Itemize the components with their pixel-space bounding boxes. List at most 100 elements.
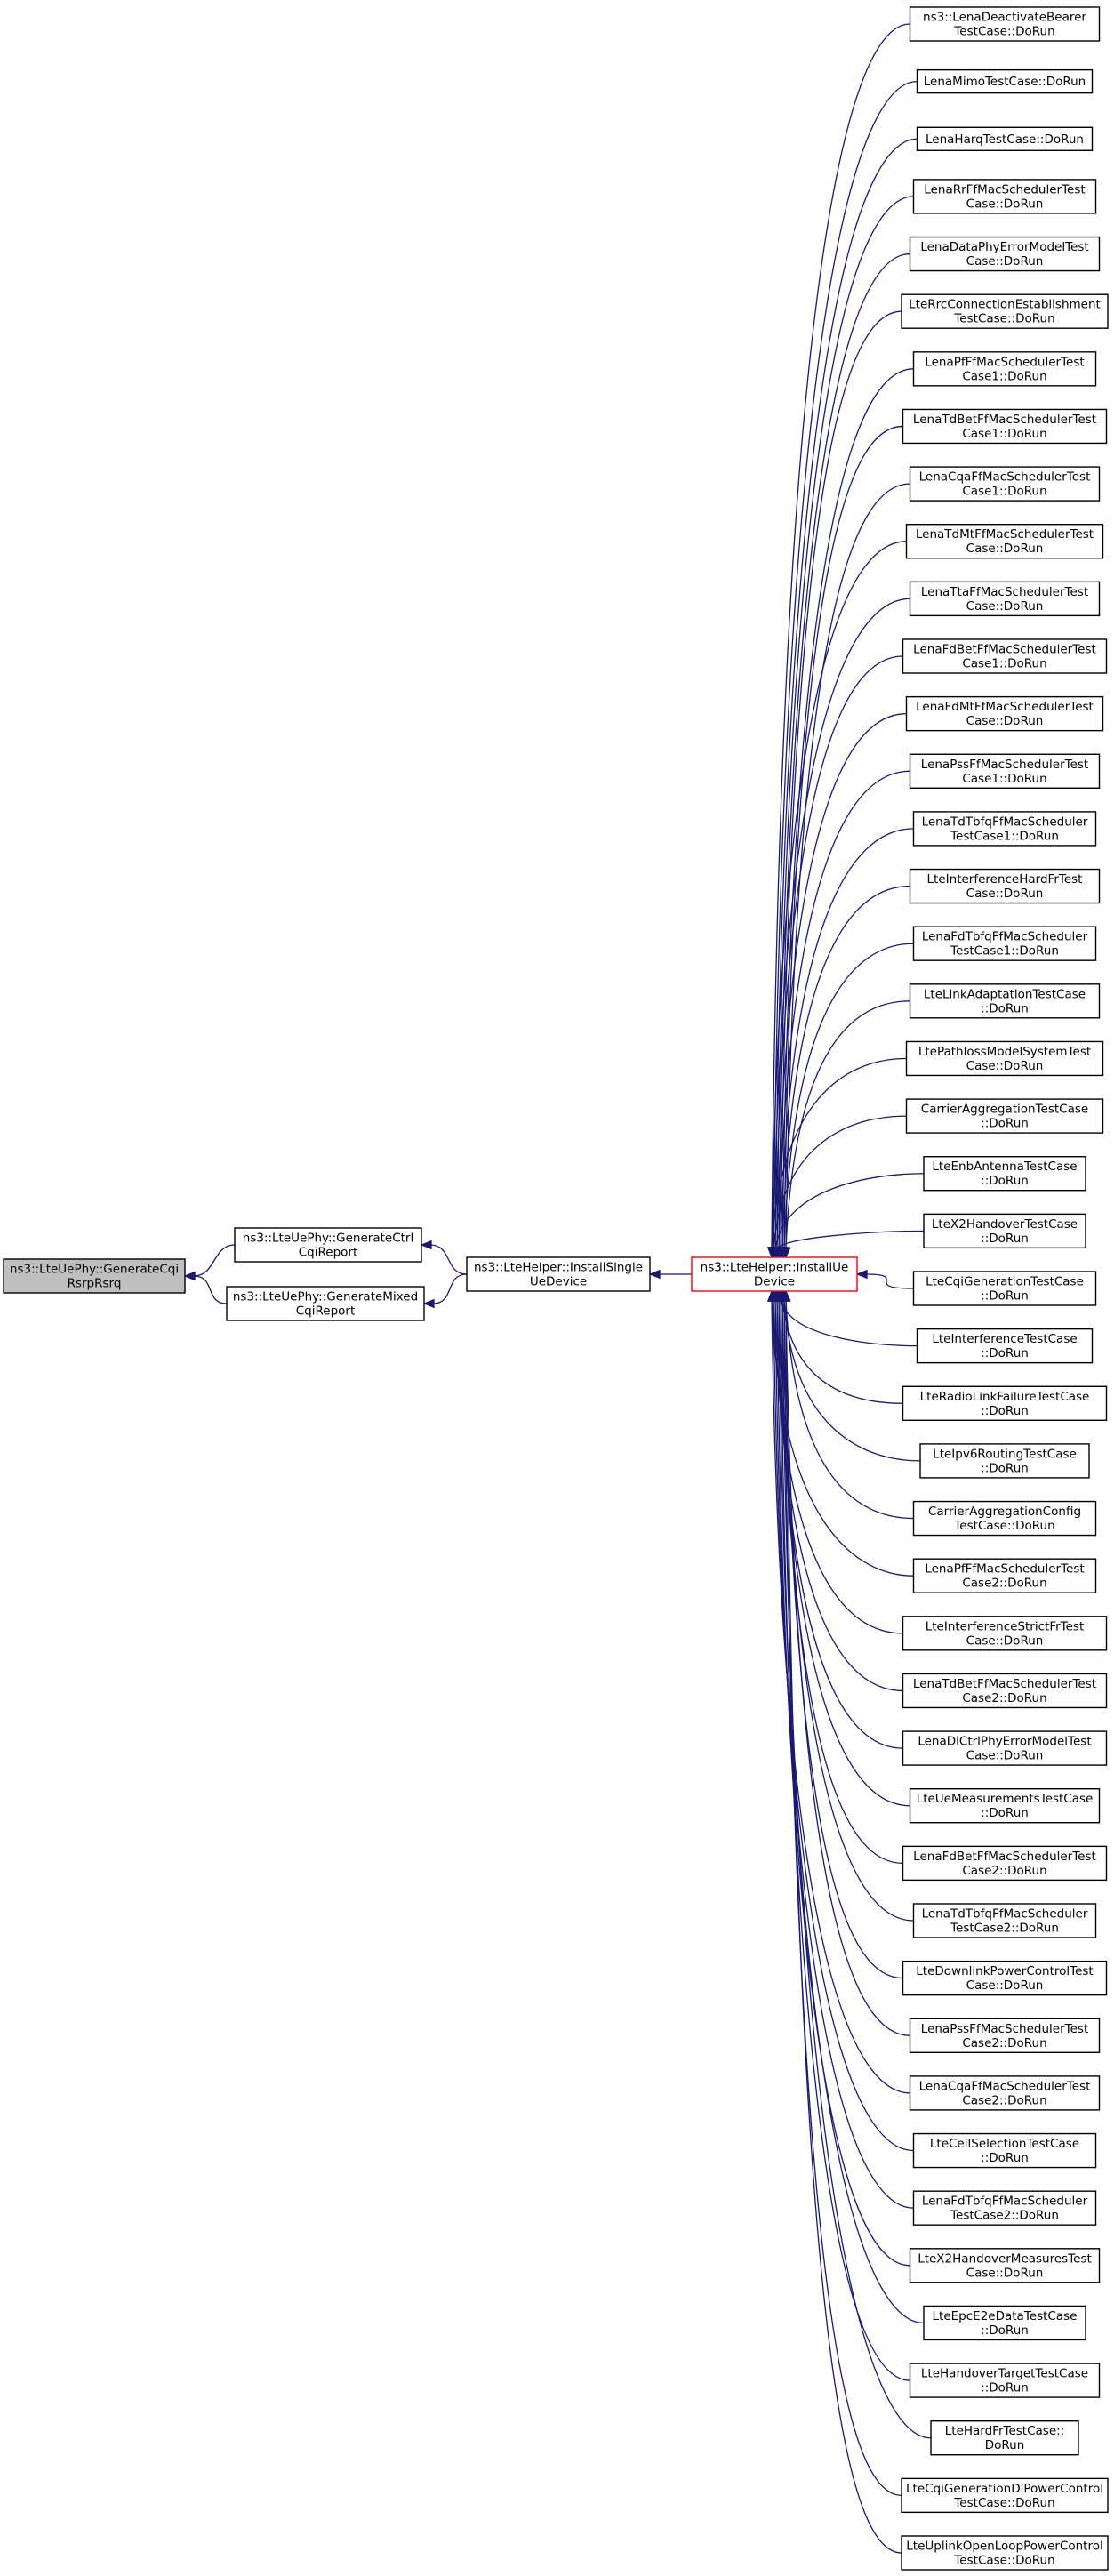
graph-node-c2[interactable]: LenaHarqTestCase::DoRun [916, 126, 1094, 151]
node-box [909, 466, 1101, 502]
node-label: TestCase::DoRun [953, 25, 1054, 39]
graph-node-c25[interactable]: LteIpv6RoutingTestCase::DoRun [919, 1443, 1090, 1479]
graph-node-c43[interactable]: LteCqiGenerationDlPowerControlTestCase::… [901, 2477, 1109, 2514]
node-label: ns3::LteHelper::InstallSingle [474, 1261, 643, 1275]
node-box [905, 1040, 1104, 1077]
graph-node-c5[interactable]: LteRrcConnectionEstablishmentTestCase::D… [901, 293, 1109, 329]
node-label: LteCqiGenerationTestCase [926, 1275, 1084, 1289]
node-label: LenaRrFfMacSchedulerTest [924, 182, 1085, 197]
graph-node-c41[interactable]: LteHandoverTargetTestCase::DoRun [909, 2363, 1101, 2398]
node-label: ::DoRun [981, 1461, 1029, 1475]
node-label: CqiReport [299, 1246, 358, 1260]
call-edge-c22-n4 [865, 1273, 914, 1289]
node-box [909, 753, 1101, 789]
call-edge-c5-n4 [780, 310, 902, 1249]
graph-node-c20[interactable]: LteEnbAntennaTestCase::DoRun [923, 1156, 1086, 1192]
node-label: LenaTdBetFfMacSchedulerTest [913, 413, 1096, 427]
arrowhead-icon [648, 1269, 661, 1280]
node-label: LteX2HandoverTestCase [932, 1217, 1078, 1232]
graph-node-c21[interactable]: LteX2HandoverTestCase::DoRun [923, 1213, 1086, 1249]
graph-node-c19[interactable]: CarrierAggregationTestCase::DoRun [905, 1098, 1104, 1134]
node-box [902, 1730, 1108, 1766]
call-edge-c41-n4 [780, 1299, 910, 2381]
node-label: Case1::DoRun [962, 772, 1046, 786]
graph-node-c17[interactable]: LteLinkAdaptationTestCase::DoRun [909, 983, 1101, 1019]
node-box [902, 1616, 1108, 1651]
node-box [912, 1500, 1097, 1537]
node-label: LenaDataPhyErrorModelTest [920, 240, 1088, 254]
node-box [930, 2420, 1079, 2456]
call-edge-c10-n4 [773, 598, 910, 1249]
node-label: TestCase2::DoRun [950, 2209, 1059, 2223]
node-box [912, 2190, 1097, 2226]
graph-node-c31[interactable]: LteUeMeasurementsTestCase::DoRun [909, 1788, 1101, 1824]
call-edge-c24-n4 [781, 1299, 903, 1404]
graph-node-c37[interactable]: LteCellSelectionTestCase::DoRun [912, 2132, 1097, 2169]
call-edge-c0-n4 [771, 23, 910, 1249]
call-nodes: ns3::LteUePhy::GenerateCqiRsrpRsrqns3::L… [3, 6, 1109, 2571]
node-box [3, 1258, 186, 1294]
node-label: Case1::DoRun [962, 427, 1046, 441]
node-label: LteInterferenceTestCase [932, 1332, 1077, 1346]
node-label: LteUplinkOpenLoopPowerControl [906, 2540, 1103, 2554]
node-label: LteHandoverTargetTestCase [921, 2367, 1088, 2381]
node-box [226, 1286, 425, 1321]
call-edge-c43-n4 [783, 1299, 902, 2497]
graph-node-c23[interactable]: LteInterferenceTestCase::DoRun [916, 1328, 1094, 1364]
arrowhead-icon [781, 1289, 791, 1302]
graph-node-c24[interactable]: LteRadioLinkFailureTestCase::DoRun [902, 1385, 1108, 1421]
graph-node-c40[interactable]: LteEpcE2eDataTestCase::DoRun [923, 2305, 1086, 2341]
node-label: LenaTtaFfMacSchedulerTest [921, 585, 1088, 599]
call-edge-n1-n0 [193, 1244, 236, 1277]
graph-node-c42[interactable]: LteHardFrTestCase::DoRun [930, 2420, 1079, 2456]
graph-node-c1[interactable]: LenaMimoTestCase::DoRun [916, 68, 1094, 94]
node-box [905, 1098, 1104, 1134]
graph-node-c22[interactable]: LteCqiGenerationTestCase::DoRun [912, 1271, 1097, 1306]
graph-node-c44[interactable]: LteUplinkOpenLoopPowerControlTestCase::D… [901, 2535, 1109, 2571]
node-label: Case::DoRun [966, 197, 1044, 211]
node-box [912, 2132, 1097, 2169]
call-edge-c35-n4 [785, 1299, 910, 2036]
node-label: Case2::DoRun [962, 2036, 1046, 2050]
node-label: ns3::LteUePhy::GenerateCqi [10, 1263, 179, 1277]
node-label: Case2::DoRun [962, 2093, 1046, 2107]
call-edge-c32-n4 [780, 1299, 903, 1865]
node-label: Case2::DoRun [962, 1577, 1046, 1591]
call-edge-c21-n4 [776, 1230, 925, 1249]
node-box [902, 1673, 1108, 1709]
arrowhead-icon [183, 1271, 196, 1281]
call-edge-c11-n4 [774, 655, 903, 1249]
